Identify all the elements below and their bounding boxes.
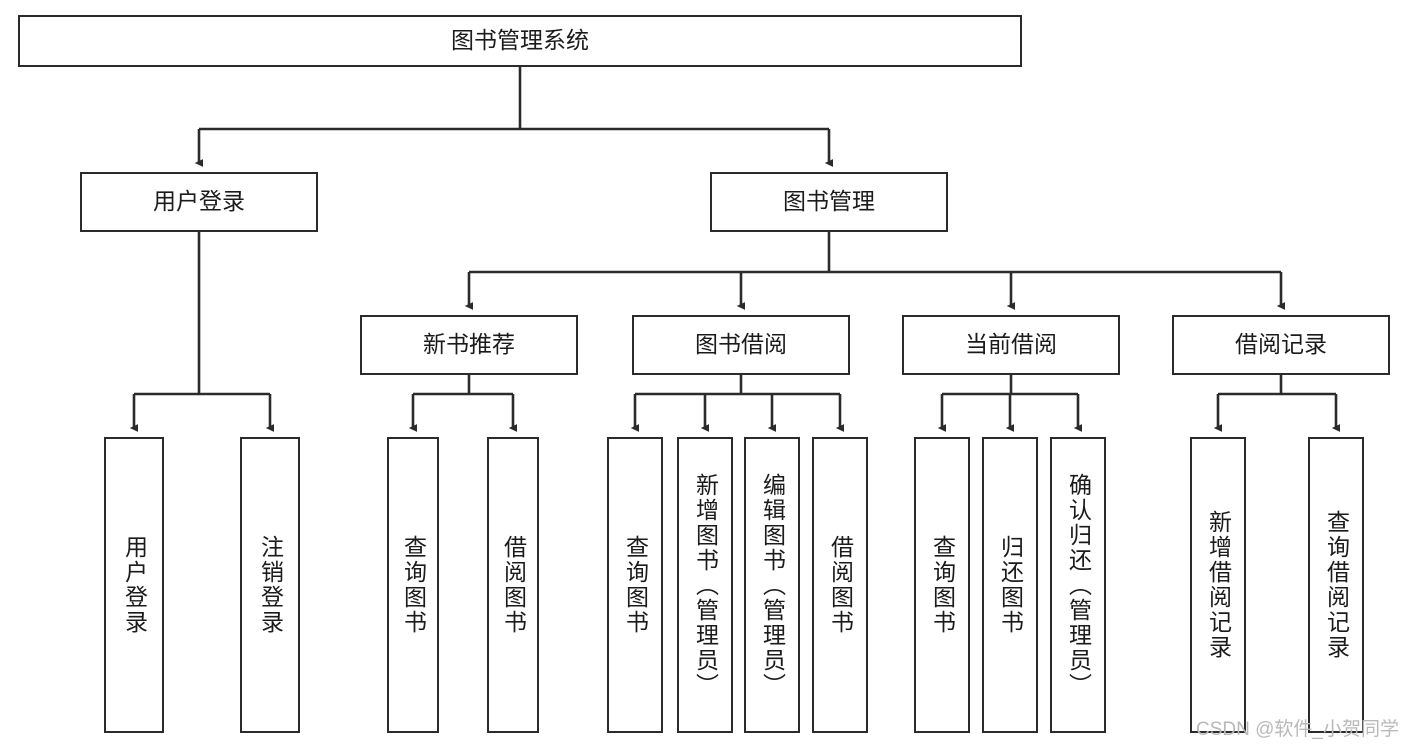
node-label-records: 借阅记录 xyxy=(1235,331,1327,358)
node-label-l9: 查询图书 xyxy=(929,535,956,635)
node-label-root: 图书管理系统 xyxy=(451,27,589,54)
node-l8[interactable]: 借阅图书 xyxy=(812,437,868,733)
node-l6[interactable]: 新增图书（管理员） xyxy=(677,437,733,733)
node-l9[interactable]: 查询图书 xyxy=(914,437,970,733)
node-label-l1: 用户登录 xyxy=(121,535,148,635)
node-label-bookmgmt: 图书管理 xyxy=(783,188,875,215)
node-label-l12: 新增借阅记录 xyxy=(1205,510,1232,660)
node-l2[interactable]: 注销登录 xyxy=(240,437,300,733)
node-l1[interactable]: 用户登录 xyxy=(104,437,164,733)
node-label-l5: 查询图书 xyxy=(622,535,649,635)
node-newbook[interactable]: 新书推荐 xyxy=(360,315,578,375)
node-label-l4: 借阅图书 xyxy=(500,535,527,635)
node-l5[interactable]: 查询图书 xyxy=(607,437,663,733)
node-label-l13: 查询借阅记录 xyxy=(1323,510,1350,660)
node-l11[interactable]: 确认归还（管理员） xyxy=(1050,437,1106,733)
node-bookmgmt[interactable]: 图书管理 xyxy=(710,172,948,232)
node-label-l3: 查询图书 xyxy=(400,535,427,635)
node-l12[interactable]: 新增借阅记录 xyxy=(1190,437,1246,733)
node-label-l2: 注销登录 xyxy=(257,535,284,635)
node-l10[interactable]: 归还图书 xyxy=(982,437,1038,733)
node-l7[interactable]: 编辑图书（管理员） xyxy=(744,437,800,733)
node-borrow[interactable]: 图书借阅 xyxy=(632,315,850,375)
node-login[interactable]: 用户登录 xyxy=(80,172,318,232)
node-root[interactable]: 图书管理系统 xyxy=(18,15,1022,67)
node-l3[interactable]: 查询图书 xyxy=(387,437,439,733)
node-label-l7: 编辑图书（管理员） xyxy=(759,472,786,698)
node-label-l8: 借阅图书 xyxy=(827,535,854,635)
node-label-l10: 归还图书 xyxy=(997,535,1024,635)
edges-group xyxy=(129,67,1341,432)
csdn-watermark: CSDN @软件_小贺同学 xyxy=(1196,719,1399,740)
node-label-l6: 新增图书（管理员） xyxy=(692,472,719,698)
node-l4[interactable]: 借阅图书 xyxy=(487,437,539,733)
node-current[interactable]: 当前借阅 xyxy=(902,315,1120,375)
node-label-borrow: 图书借阅 xyxy=(695,331,787,358)
node-label-newbook: 新书推荐 xyxy=(423,331,515,358)
node-label-login: 用户登录 xyxy=(153,188,245,215)
node-records[interactable]: 借阅记录 xyxy=(1172,315,1390,375)
node-label-l11: 确认归还（管理员） xyxy=(1065,472,1092,698)
node-l13[interactable]: 查询借阅记录 xyxy=(1308,437,1364,733)
node-label-current: 当前借阅 xyxy=(965,331,1057,358)
